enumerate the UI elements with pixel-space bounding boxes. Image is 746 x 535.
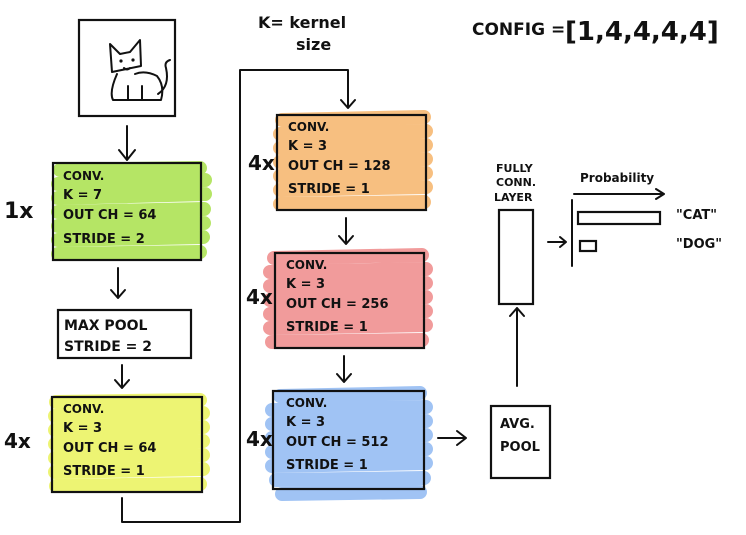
fc-layer-block: FULLY CONN. LAYER <box>494 162 536 306</box>
conv-block-1-kernel: K = 7 <box>63 188 102 203</box>
conv-block-5-title: CONV. <box>286 396 327 410</box>
conv-block-5-repeat: 4x <box>246 427 273 451</box>
conv-block-5-outch: OUT CH = 512 <box>286 435 389 450</box>
conv-block-3: 4x CONV. K = 3 OUT CH = 128 STRIDE = 1 <box>248 110 433 212</box>
conv-block-3-stride: STRIDE = 1 <box>288 182 370 197</box>
probability-label: Probability <box>580 171 654 185</box>
cat-drawing-icon <box>109 39 171 101</box>
kernel-note-line1: K= kernel <box>258 13 346 32</box>
maxpool-block: MAX POOL STRIDE = 2 <box>56 308 193 360</box>
class-cat-label: "CAT" <box>676 208 717 223</box>
maxpool-title: MAX POOL <box>64 318 147 334</box>
conv-block-4-title: CONV. <box>286 258 327 272</box>
input-image <box>77 18 177 118</box>
probability-output: Probability "CAT" "DOG" <box>547 171 722 267</box>
cat-probability-bar <box>576 210 662 226</box>
class-dog-label: "DOG" <box>676 237 722 252</box>
conv-block-3-kernel: K = 3 <box>288 139 327 154</box>
conv-block-4-kernel: K = 3 <box>286 277 325 292</box>
avg-pool-line1: AVG. <box>500 417 535 432</box>
conv-block-4: 4x CONV. K = 3 OUT CH = 256 STRIDE = 1 <box>246 248 433 350</box>
conv-block-4-stride: STRIDE = 1 <box>286 320 368 335</box>
conv-block-2-outch: OUT CH = 64 <box>63 441 156 456</box>
conv-block-2-stride: STRIDE = 1 <box>63 464 145 479</box>
avg-pool-block: AVG. POOL <box>489 404 552 480</box>
conv-block-4-outch: OUT CH = 256 <box>286 297 389 312</box>
maxpool-stride: STRIDE = 2 <box>64 339 152 355</box>
conv-block-3-repeat: 4x <box>248 151 275 175</box>
config-label: CONFIG = <box>472 20 565 40</box>
fc-label-line1: FULLY <box>496 162 534 175</box>
fc-label-line2: CONN. <box>496 176 536 189</box>
conv-block-5-kernel: K = 3 <box>286 415 325 430</box>
conv-block-1-repeat: 1x <box>4 199 34 224</box>
conv-block-3-title: CONV. <box>288 120 329 134</box>
avg-pool-line2: POOL <box>500 440 540 455</box>
conv-block-2-repeat: 4x <box>4 429 31 453</box>
conv-block-2-kernel: K = 3 <box>63 421 102 436</box>
conv-block-3-outch: OUT CH = 128 <box>288 159 391 174</box>
conv-block-1: 1x CONV. K = 7 OUT CH = 64 STRIDE = 2 <box>4 161 212 262</box>
fc-label-line3: LAYER <box>494 191 533 204</box>
conv-block-1-title: CONV. <box>63 169 104 183</box>
conv-block-1-outch: OUT CH = 64 <box>63 208 156 223</box>
config-values: [1,4,4,4,4] <box>565 17 719 47</box>
kernel-note-line2: size <box>296 35 331 54</box>
conv-block-5: 4x CONV. K = 3 OUT CH = 512 STRIDE = 1 <box>246 386 433 501</box>
conv-block-1-stride: STRIDE = 2 <box>63 232 145 247</box>
conv-block-5-stride: STRIDE = 1 <box>286 458 368 473</box>
conv-block-4-repeat: 4x <box>246 285 273 309</box>
dog-probability-bar <box>578 239 598 253</box>
conv-block-2-title: CONV. <box>63 402 104 416</box>
conv-block-2: 4x CONV. K = 3 OUT CH = 64 STRIDE = 1 <box>4 393 210 494</box>
